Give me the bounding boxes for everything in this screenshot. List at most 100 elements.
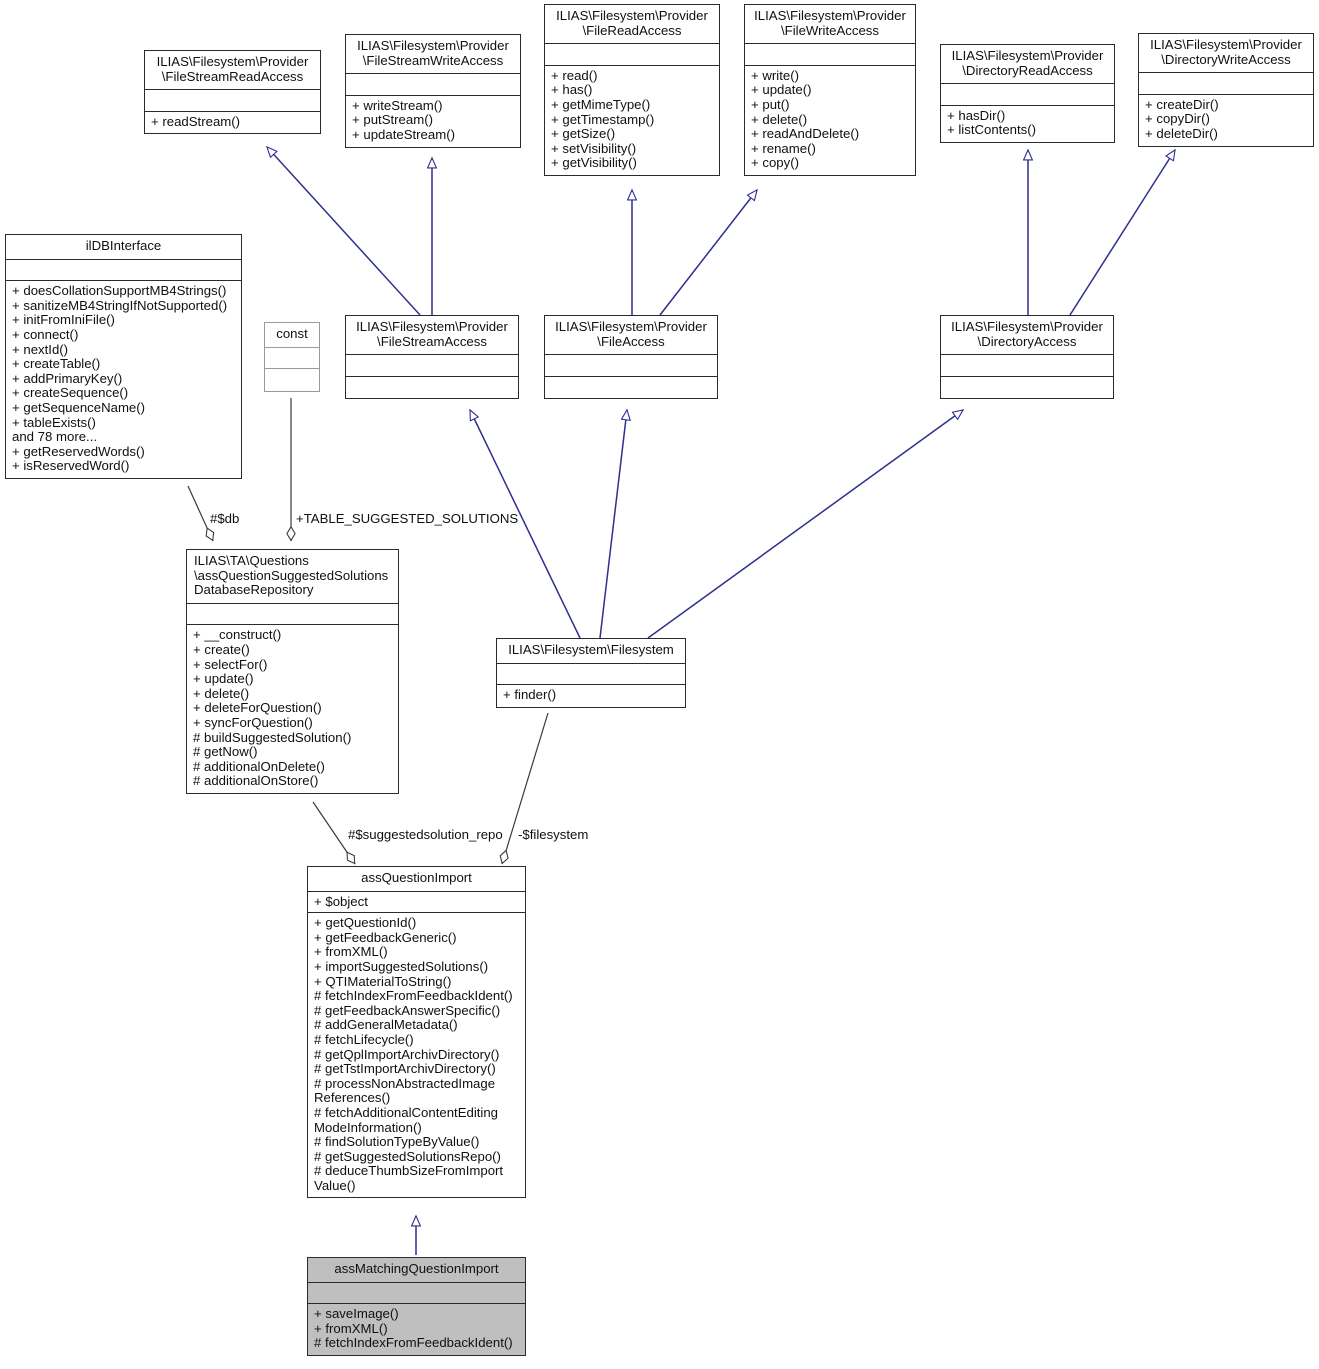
operation-item: + sanitizeMB4StringIfNotSupported() xyxy=(12,297,228,313)
class-operations: + writeStream() + putStream() + updateSt… xyxy=(346,96,520,147)
operation-item: + connect() xyxy=(12,326,79,342)
operation-item: + getQuestionId() xyxy=(314,915,417,931)
operation-item: + importSuggestedSolutions() xyxy=(314,958,489,974)
class-attributes xyxy=(308,1283,525,1305)
operation-item: # deduceThumbSizeFromImport Value() xyxy=(314,1163,504,1193)
operation-item: # getSuggestedSolutionsRepo() xyxy=(314,1148,501,1164)
operation-item: + getTimestamp() xyxy=(551,111,655,127)
class-box-directory-write-access[interactable]: ILIAS\Filesystem\Provider \DirectoryWrit… xyxy=(1138,33,1314,147)
class-operations: + getQuestionId() + getFeedbackGeneric()… xyxy=(308,913,525,1197)
class-box-file-write-access[interactable]: ILIAS\Filesystem\Provider \FileWriteAcce… xyxy=(744,4,916,176)
class-operations: + write() + update() + put() + delete() … xyxy=(745,66,915,175)
operation-item: + fromXML() xyxy=(314,944,388,960)
class-box-suggested-solutions-database-repository[interactable]: ILIAS\TA\Questions \assQuestionSuggested… xyxy=(186,549,399,794)
operation-item: + rename() xyxy=(751,140,816,156)
class-title: ILIAS\Filesystem\Provider \DirectoryWrit… xyxy=(1139,34,1313,74)
class-operations: + readStream() xyxy=(145,112,320,134)
edge-label-suggestedsolution-repo: #$suggestedsolution_repo xyxy=(348,827,503,842)
class-operations: + __construct() + create() + selectFor()… xyxy=(187,625,398,793)
operation-item: # fetchIndexFromFeedbackIdent() xyxy=(314,1335,513,1351)
class-operations xyxy=(941,377,1113,399)
operation-item: + getSequenceName() xyxy=(12,399,146,415)
operation-item: + read() xyxy=(551,67,598,83)
class-box-filesystem[interactable]: ILIAS\Filesystem\Filesystem + finder() xyxy=(496,638,686,708)
class-title: assMatchingQuestionImport xyxy=(308,1258,525,1283)
class-box-file-access[interactable]: ILIAS\Filesystem\Provider \FileAccess xyxy=(544,315,718,400)
class-attributes xyxy=(545,355,717,377)
operation-item: # additionalOnDelete() xyxy=(193,758,325,774)
operation-item: + saveImage() xyxy=(314,1306,399,1322)
class-box-file-stream-read-access[interactable]: ILIAS\Filesystem\Provider \FileStreamRea… xyxy=(144,50,321,135)
class-box-directory-access[interactable]: ILIAS\Filesystem\Provider \DirectoryAcce… xyxy=(940,315,1114,400)
operation-item: + syncForQuestion() xyxy=(193,714,313,730)
class-title: assQuestionImport xyxy=(308,867,525,892)
operation-item: + hasDir() xyxy=(947,107,1006,123)
operation-item: + setVisibility() xyxy=(551,140,637,156)
operation-item: + listContents() xyxy=(947,122,1037,138)
operation-item: + write() xyxy=(751,67,799,83)
operation-item: + create() xyxy=(193,641,250,657)
operation-item: + __construct() xyxy=(193,627,282,643)
operation-item: + updateStream() xyxy=(352,126,455,142)
attribute-item: + $object xyxy=(314,893,368,909)
class-title: ILIAS\Filesystem\Provider \FileAccess xyxy=(545,316,717,356)
operation-item: + QTIMaterialToString() xyxy=(314,973,452,989)
class-attributes xyxy=(941,84,1114,106)
operation-item: # getQplImportArchivDirectory() xyxy=(314,1046,500,1062)
operation-item: # addGeneralMetadata() xyxy=(314,1017,458,1033)
class-attributes xyxy=(941,355,1113,377)
class-operations: + read() + has() + getMimeType() + getTi… xyxy=(545,66,719,175)
class-attributes xyxy=(346,74,520,96)
class-title: ILIAS\Filesystem\Provider \FileReadAcces… xyxy=(545,5,719,45)
operation-item: + deleteDir() xyxy=(1145,125,1218,141)
operation-item: + nextId() xyxy=(12,341,69,357)
class-attributes xyxy=(1139,73,1313,95)
operation-item: + has() xyxy=(551,82,593,98)
operation-item: # additionalOnStore() xyxy=(193,773,319,789)
class-box-const[interactable]: const xyxy=(264,322,320,392)
class-box-ass-question-import[interactable]: assQuestionImport + $object + getQuestio… xyxy=(307,866,526,1199)
operation-item: and 78 more... xyxy=(12,429,98,445)
class-title: ILIAS\Filesystem\Provider \DirectoryAcce… xyxy=(941,316,1113,356)
class-operations xyxy=(265,369,319,391)
class-attributes xyxy=(6,260,241,282)
class-title: const xyxy=(265,323,319,348)
operation-item: + doesCollationSupportMB4Strings() xyxy=(12,283,227,299)
operation-item: + finder() xyxy=(503,687,557,703)
operation-item: + readAndDelete() xyxy=(751,126,860,142)
operation-item: + isReservedWord() xyxy=(12,458,130,474)
operation-item: + selectFor() xyxy=(193,656,268,672)
operation-item: # getTstImportArchivDirectory() xyxy=(314,1061,496,1077)
class-attributes xyxy=(145,90,320,112)
operation-item: # getFeedbackAnswerSpecific() xyxy=(314,1002,501,1018)
class-operations xyxy=(346,377,518,399)
operation-item: + putStream() xyxy=(352,112,433,128)
class-title: ILIAS\Filesystem\Provider \DirectoryRead… xyxy=(941,45,1114,85)
class-box-ildb-interface[interactable]: ilDBInterface + doesCollationSupportMB4S… xyxy=(5,234,242,479)
class-operations: + hasDir() + listContents() xyxy=(941,106,1114,142)
class-operations: + finder() xyxy=(497,685,685,707)
class-operations: + saveImage() + fromXML() # fetchIndexFr… xyxy=(308,1304,525,1355)
operation-item: # processNonAbstractedImage References() xyxy=(314,1075,496,1106)
class-attributes xyxy=(545,44,719,66)
operation-item: # getNow() xyxy=(193,744,258,760)
class-box-ass-matching-question-import[interactable]: assMatchingQuestionImport + saveImage() … xyxy=(307,1257,526,1356)
operation-item: # buildSuggestedSolution() xyxy=(193,729,352,745)
operation-item: + getSize() xyxy=(551,126,616,142)
edge-label-table-suggested-solutions: +TABLE_SUGGESTED_SOLUTIONS xyxy=(296,511,519,526)
edge-label-db: #$db xyxy=(210,511,240,526)
class-box-file-stream-access[interactable]: ILIAS\Filesystem\Provider \FileStreamAcc… xyxy=(345,315,519,400)
operation-item: + createSequence() xyxy=(12,385,129,401)
operation-item: + writeStream() xyxy=(352,97,443,113)
operation-item: # fetchAdditionalContentEditing ModeInfo… xyxy=(314,1104,499,1135)
operation-item: + createTable() xyxy=(12,356,101,372)
class-box-file-stream-write-access[interactable]: ILIAS\Filesystem\Provider \FileStreamWri… xyxy=(345,34,521,148)
operation-item: + initFromIniFile() xyxy=(12,312,115,328)
class-title: ILIAS\Filesystem\Provider \FileStreamWri… xyxy=(346,35,520,75)
class-box-file-read-access[interactable]: ILIAS\Filesystem\Provider \FileReadAcces… xyxy=(544,4,720,176)
class-attributes xyxy=(187,604,398,626)
operation-item: + addPrimaryKey() xyxy=(12,370,123,386)
class-title: ILIAS\Filesystem\Provider \FileStreamRea… xyxy=(145,51,320,91)
operation-item: + getVisibility() xyxy=(551,155,637,171)
class-box-directory-read-access[interactable]: ILIAS\Filesystem\Provider \DirectoryRead… xyxy=(940,44,1115,143)
